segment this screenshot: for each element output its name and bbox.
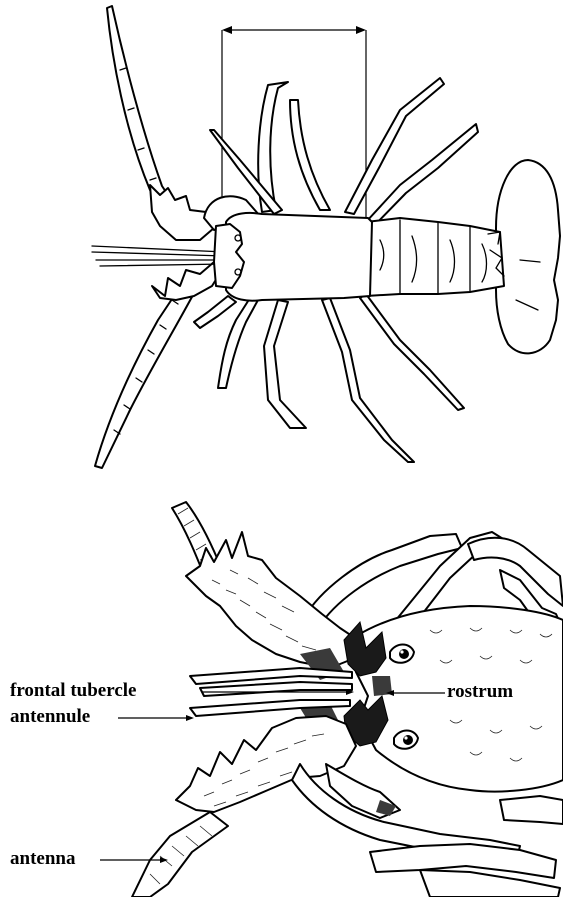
antenna-shaft-bottom [132,812,228,897]
label-rostrum: rostrum [447,681,513,703]
leg-lower-4 [322,298,414,462]
label-antenna: antenna [10,848,75,870]
eye-lower [394,731,418,749]
leg-upper-3 [290,100,330,210]
label-frontal-tubercle: frontal tubercle [10,680,136,702]
head [214,224,244,288]
antenna-lower [95,272,200,468]
abdomen [366,218,504,296]
detail-leg-lower-4 [500,796,563,824]
lobster-top-view [92,6,560,468]
tail-fan [496,160,560,353]
label-antennule: antennule [10,706,90,728]
antennules-detail [190,668,352,684]
antenna-upper [107,6,186,228]
leg-lower-1 [194,296,236,328]
leg-lower-5 [360,294,464,410]
eye-upper [390,645,414,663]
carapace [226,213,372,301]
antennules [92,246,225,266]
antenna-base-lower [152,262,222,300]
leg-lower-3 [264,300,306,428]
